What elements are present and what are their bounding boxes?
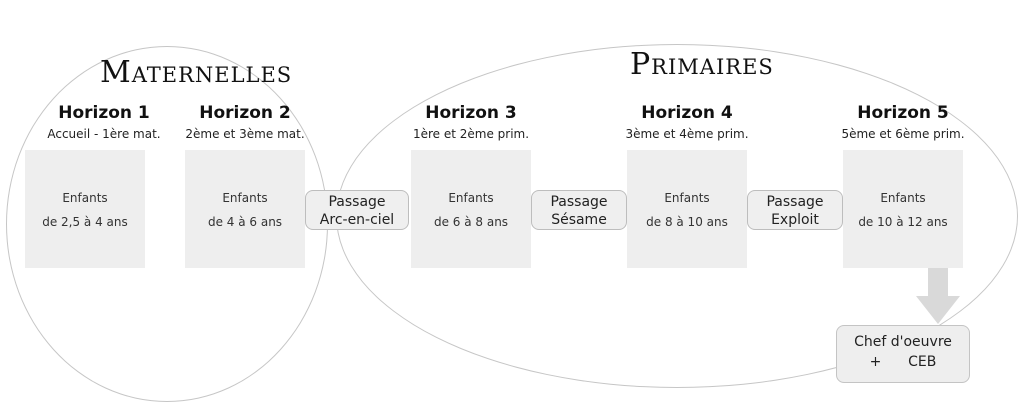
horizon-2-box-line1: Enfants [222, 191, 268, 205]
passage-2-line1: Passage [550, 194, 608, 210]
horizon-5-title: Horizon 5 [857, 103, 949, 123]
down-arrow-icon [916, 268, 960, 324]
horizon-5-box-line1: Enfants [880, 191, 926, 205]
final-line1: Chef d'oeuvre [854, 334, 952, 350]
horizon-2-title: Horizon 2 [199, 103, 291, 123]
horizon-3-title: Horizon 3 [425, 103, 517, 123]
horizon-5-box: Enfants de 10 à 12 ans [843, 150, 963, 268]
horizon-4-box-line1: Enfants [664, 191, 710, 205]
horizon-3-subtitle: 1ère et 2ème prim. [412, 127, 530, 141]
horizon-3-box-line1: Enfants [448, 191, 494, 205]
passage-arc-en-ciel: Passage Arc-en-ciel [305, 190, 409, 230]
down-arrow-shape [916, 268, 960, 324]
horizon-2-box: Enfants de 4 à 6 ans [185, 150, 305, 268]
passage-3-line2: Exploit [771, 212, 819, 228]
horizon-3-box-line2: de 6 à 8 ans [433, 215, 509, 229]
chef-doeuvre-ceb-box: Chef d'oeuvre + CEB [836, 325, 970, 383]
horizon-5-box-line2: de 10 à 12 ans [858, 215, 948, 229]
final-line2: + CEB [869, 354, 937, 370]
passage-sesame: Passage Sésame [531, 190, 627, 230]
horizon-1-box-line1: Enfants [62, 191, 108, 205]
horizon-2-subtitle: 2ème et 3ème mat. [185, 127, 305, 141]
horizon-1-subtitle: Accueil - 1ère mat. [47, 127, 161, 141]
horizon-5-subtitle: 5ème et 6ème prim. [841, 127, 965, 141]
passage-1-line2: Arc-en-ciel [319, 212, 395, 228]
horizon-4-box-line2: de 8 à 10 ans [646, 215, 728, 229]
passage-1-line1: Passage [328, 194, 386, 210]
horizon-3-box: Enfants de 6 à 8 ans [411, 150, 531, 268]
horizon-1-box-line2: de 2,5 à 4 ans [42, 215, 128, 229]
passage-3-line1: Passage [766, 194, 824, 210]
horizon-4-subtitle: 3ème et 4ème prim. [625, 127, 749, 141]
horizon-4-title: Horizon 4 [641, 103, 733, 123]
passage-exploit: Passage Exploit [747, 190, 843, 230]
passage-2-line2: Sésame [551, 212, 607, 228]
horizon-2-box-line2: de 4 à 6 ans [207, 215, 283, 229]
horizon-1-title: Horizon 1 [58, 103, 150, 123]
horizon-1-box: Enfants de 2,5 à 4 ans [25, 150, 145, 268]
maternelles-title: Maternelles [100, 55, 293, 90]
horizon-4-box: Enfants de 8 à 10 ans [627, 150, 747, 268]
primaires-title: Primaires [630, 47, 774, 82]
